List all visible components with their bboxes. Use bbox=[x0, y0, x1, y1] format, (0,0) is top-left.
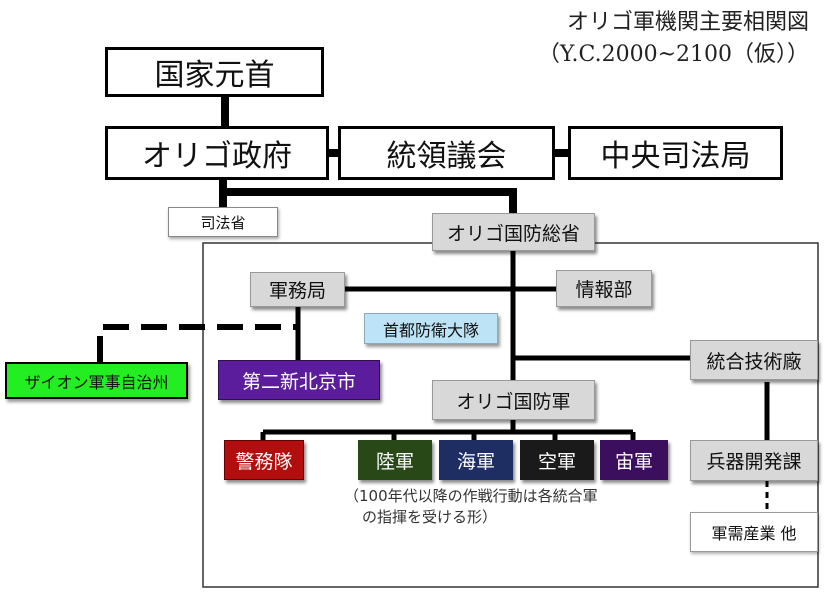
defense-ministry-box: オリゴ国防総省 bbox=[432, 213, 595, 251]
justice-ministry-box: 司法省 bbox=[168, 207, 278, 237]
armed-forces-box: オリゴ国防軍 bbox=[432, 380, 595, 420]
zeon-state-box: ザイオン軍事自治州 bbox=[5, 362, 188, 399]
diagram-title: オリゴ軍機関主要相関図 bbox=[566, 10, 809, 35]
command-note-line1: （100年代以降の作戦行動は各統合軍 bbox=[344, 487, 598, 505]
navy-box: 海軍 bbox=[439, 440, 513, 480]
air-force-box: 空軍 bbox=[520, 440, 594, 480]
military-affairs-box: 軍務局 bbox=[250, 272, 345, 307]
defense-industry-box: 軍需産業 他 bbox=[690, 512, 818, 552]
police-box: 警務隊 bbox=[224, 440, 304, 480]
judiciary-box: 中央司法局 bbox=[568, 126, 783, 180]
line-zeon-dashed bbox=[97, 324, 298, 362]
space-force-box: 宙軍 bbox=[600, 440, 668, 480]
line-to-defense bbox=[223, 188, 517, 213]
army-box: 陸軍 bbox=[358, 440, 432, 480]
government-box: オリゴ政府 bbox=[105, 126, 329, 180]
command-note-line2: の指揮を受ける形） bbox=[362, 508, 498, 526]
capital-guard-box: 首都防衛大隊 bbox=[364, 313, 498, 344]
head-of-state-box: 国家元首 bbox=[105, 47, 324, 97]
diagram-subtitle: （Y.C.2000~2100（仮）） bbox=[537, 42, 809, 67]
joint-tech-box: 統合技術廠 bbox=[690, 340, 818, 380]
weapons-dev-box: 兵器開発課 bbox=[690, 440, 818, 481]
new-beijing-box: 第二新北京市 bbox=[218, 360, 380, 400]
intelligence-box: 情報部 bbox=[556, 270, 652, 307]
council-box: 統領議会 bbox=[338, 126, 555, 180]
